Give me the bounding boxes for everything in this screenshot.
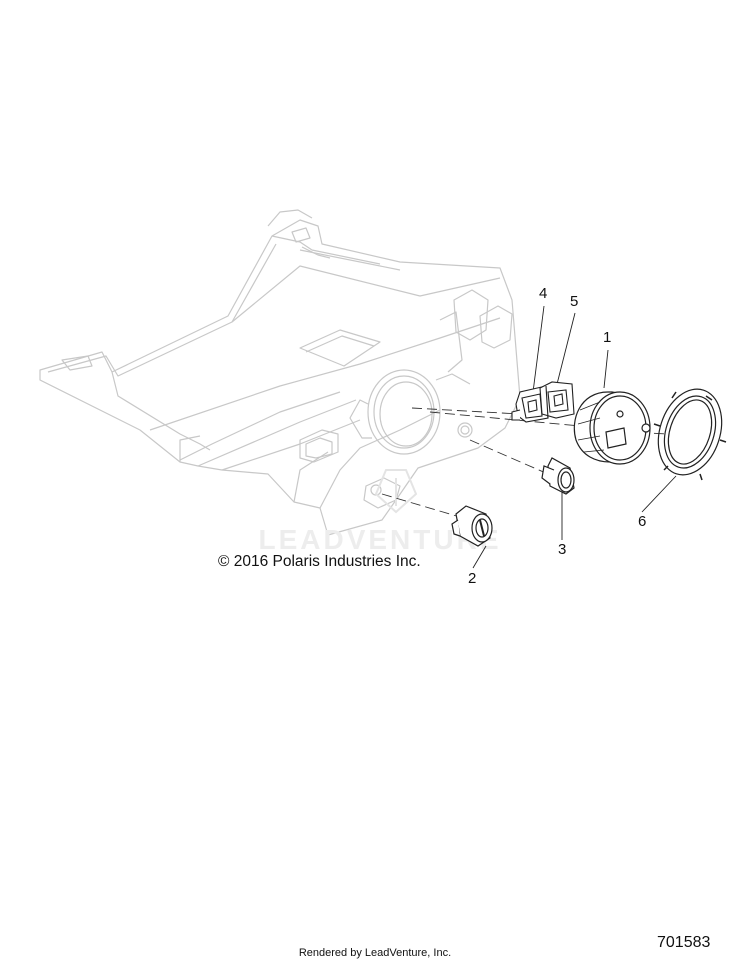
callout-6: 6 [638, 513, 647, 530]
callout-3: 3 [558, 541, 567, 558]
diagram-id: 701583 [657, 934, 711, 951]
watermark-logo [374, 469, 418, 514]
power-outlet-part-3 [541, 457, 575, 495]
bezel-ring-part-6 [653, 388, 727, 481]
gauge-part-1 [573, 391, 651, 465]
callout-5: 5 [570, 293, 579, 310]
rendered-by-footer: Rendered by LeadVenture, Inc. [298, 947, 452, 959]
callout-4: 4 [539, 285, 548, 302]
key-switch-part-2 [451, 505, 493, 547]
leader-lines [472, 305, 677, 569]
dashboard-housing [39, 209, 521, 536]
callout-2: 2 [468, 570, 477, 587]
callout-1: 1 [603, 329, 612, 346]
copyright-notice: © 2016 Polaris Industries Inc. [218, 553, 421, 570]
rocker-switch-part-5 [539, 381, 575, 419]
